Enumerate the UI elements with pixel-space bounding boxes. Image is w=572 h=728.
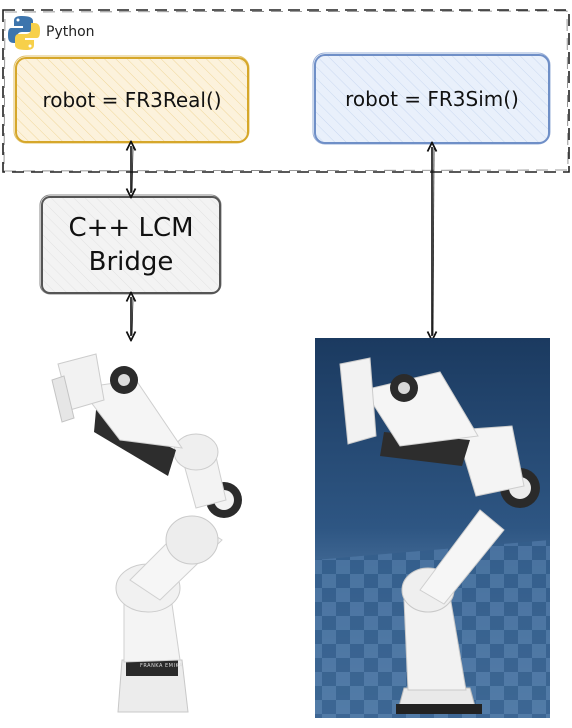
arrow-bridge-to-robot bbox=[131, 297, 133, 336]
fr3sim-box bbox=[312, 52, 551, 145]
fr3sim-label: robot = FR3Sim() bbox=[345, 87, 519, 111]
python-container bbox=[2, 9, 570, 173]
arrow-sim-to-simulation bbox=[432, 147, 434, 336]
python-label: Python bbox=[46, 24, 95, 40]
robot-brand-label: FRANKA EMIKA bbox=[140, 663, 184, 669]
fr3real-label: robot = FR3Real() bbox=[42, 88, 222, 112]
python-logo-icon bbox=[8, 16, 40, 50]
bridge-line-2: Bridge bbox=[88, 247, 174, 277]
real-robot-image bbox=[51, 353, 242, 713]
bridge-line-1: C++ LCM bbox=[68, 213, 194, 243]
lcm-bridge-label: C++ LCM Bridge bbox=[40, 196, 222, 294]
arrow-real-to-bridge bbox=[131, 146, 133, 193]
simulation-image bbox=[315, 338, 550, 718]
